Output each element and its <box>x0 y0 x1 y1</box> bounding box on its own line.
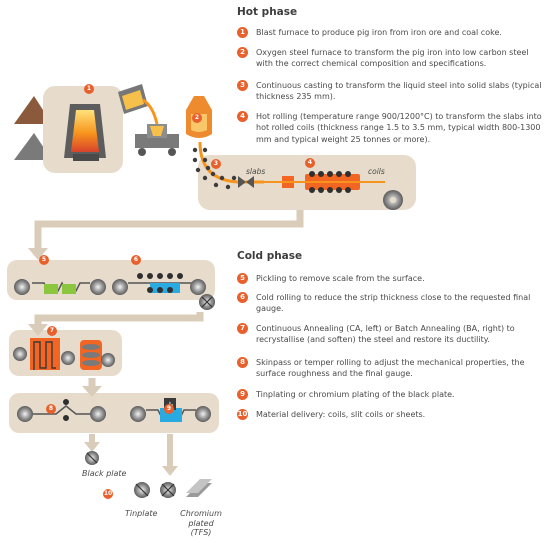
step-number-badge: 8 <box>237 357 248 368</box>
cold-step-8: 8 Skinpass or temper rolling to adjust t… <box>237 357 545 380</box>
badge-3: 3 <box>211 159 221 169</box>
cold-rolling-mill-icon <box>112 273 206 295</box>
cold-phase-title: Cold phase <box>237 250 303 262</box>
continuous-annealing-icon <box>13 338 75 370</box>
chromium-plated-label: Chromium plated (TFS) <box>180 509 222 538</box>
hot-step-2: 2 Oxygen steel furnace to transform the … <box>237 47 545 70</box>
step-number-badge: 7 <box>237 323 248 334</box>
step-description: Continuous casting to transform the liqu… <box>256 81 542 102</box>
flow-arrow-tinplate <box>162 434 178 476</box>
badge-1: 1 <box>84 84 94 94</box>
skinpass-mill-icon <box>17 399 106 422</box>
torpedo-car-icon <box>135 124 179 156</box>
coils-label: coils <box>368 167 385 176</box>
flow-arrow-to-annealing <box>28 312 204 336</box>
step-description: Material delivery: coils, slit coils or … <box>256 410 426 419</box>
step-number-badge: 5 <box>237 273 248 284</box>
hot-step-3: 3 Continuous casting to transform the li… <box>237 80 545 103</box>
flow-arrow-hot-to-cold <box>28 210 304 260</box>
flow-arrow-black-plate <box>84 434 100 452</box>
step-number-badge: 9 <box>237 389 248 400</box>
step-description: Tinplating or chromium plating of the bl… <box>256 390 455 399</box>
badge-2: 2 <box>192 113 202 123</box>
pickling-cold-rolling-panel <box>7 260 215 300</box>
ladle-icon <box>118 84 159 125</box>
black-plate-label: Black plate <box>82 469 127 478</box>
cold-coil-icon <box>199 294 215 310</box>
hot-coil-icon <box>383 190 403 210</box>
step-description: Cold rolling to reduce the strip thickne… <box>256 293 531 314</box>
cold-step-5: 5 Pickling to remove scale from the surf… <box>237 273 545 284</box>
step-description: Blast furnace to produce pig iron from i… <box>256 28 502 37</box>
sheet-stack-icon <box>186 479 212 497</box>
hot-phase-title: Hot phase <box>237 6 298 18</box>
step-number-badge: 2 <box>237 47 248 58</box>
cold-step-7: 7 Continuous Annealing (CA, left) or Bat… <box>237 323 545 346</box>
step-description: Hot rolling (temperature range 900/1200°… <box>256 112 542 144</box>
cold-step-10: 10 Material delivery: coils, slit coils … <box>237 409 545 420</box>
step-number-badge: 1 <box>237 27 248 38</box>
pickling-line-icon <box>14 279 106 295</box>
blast-furnace-icon <box>64 104 106 161</box>
badge-5: 5 <box>39 255 49 265</box>
tinplate-coil-icon <box>134 482 150 498</box>
skinpass-plating-panel <box>9 393 219 433</box>
hot-step-1: 1 Blast furnace to produce pig iron from… <box>237 27 545 38</box>
tinplate-label: Tinplate <box>125 509 158 518</box>
badge-8: 8 <box>46 404 56 414</box>
step-description: Oxygen steel furnace to transform the pi… <box>256 48 529 69</box>
step-number-badge: 6 <box>237 292 248 303</box>
coal-coke-pile <box>14 133 52 160</box>
slab-cutter-icon <box>238 176 254 188</box>
step-description: Pickling to remove scale from the surfac… <box>256 274 425 283</box>
black-plate-coil-icon <box>85 451 99 465</box>
badge-10: 10 <box>103 489 113 499</box>
cold-step-9: 9 Tinplating or chromium plating of the … <box>237 389 545 400</box>
badge-6: 6 <box>131 255 141 265</box>
slabs-label: slabs <box>246 167 266 176</box>
badge-9: 9 <box>164 404 174 414</box>
badge-7: 7 <box>47 326 57 336</box>
step-description: Skinpass or temper rolling to adjust the… <box>256 358 525 379</box>
step-number-badge: 10 <box>237 409 248 420</box>
step-description: Continuous Annealing (CA, left) or Batch… <box>256 324 515 345</box>
badge-4: 4 <box>305 158 315 168</box>
step-number-badge: 4 <box>237 111 248 122</box>
iron-ore-pile <box>14 96 52 124</box>
batch-annealing-icon <box>80 340 115 370</box>
hot-step-4: 4 Hot rolling (temperature range 900/120… <box>237 111 545 145</box>
cold-step-6: 6 Cold rolling to reduce the strip thick… <box>237 292 545 315</box>
step-number-badge: 3 <box>237 80 248 91</box>
tinplate-slit-coil-icon <box>160 482 176 498</box>
casting-rollers <box>192 147 237 190</box>
flow-arrow-to-skinpass <box>82 378 102 397</box>
